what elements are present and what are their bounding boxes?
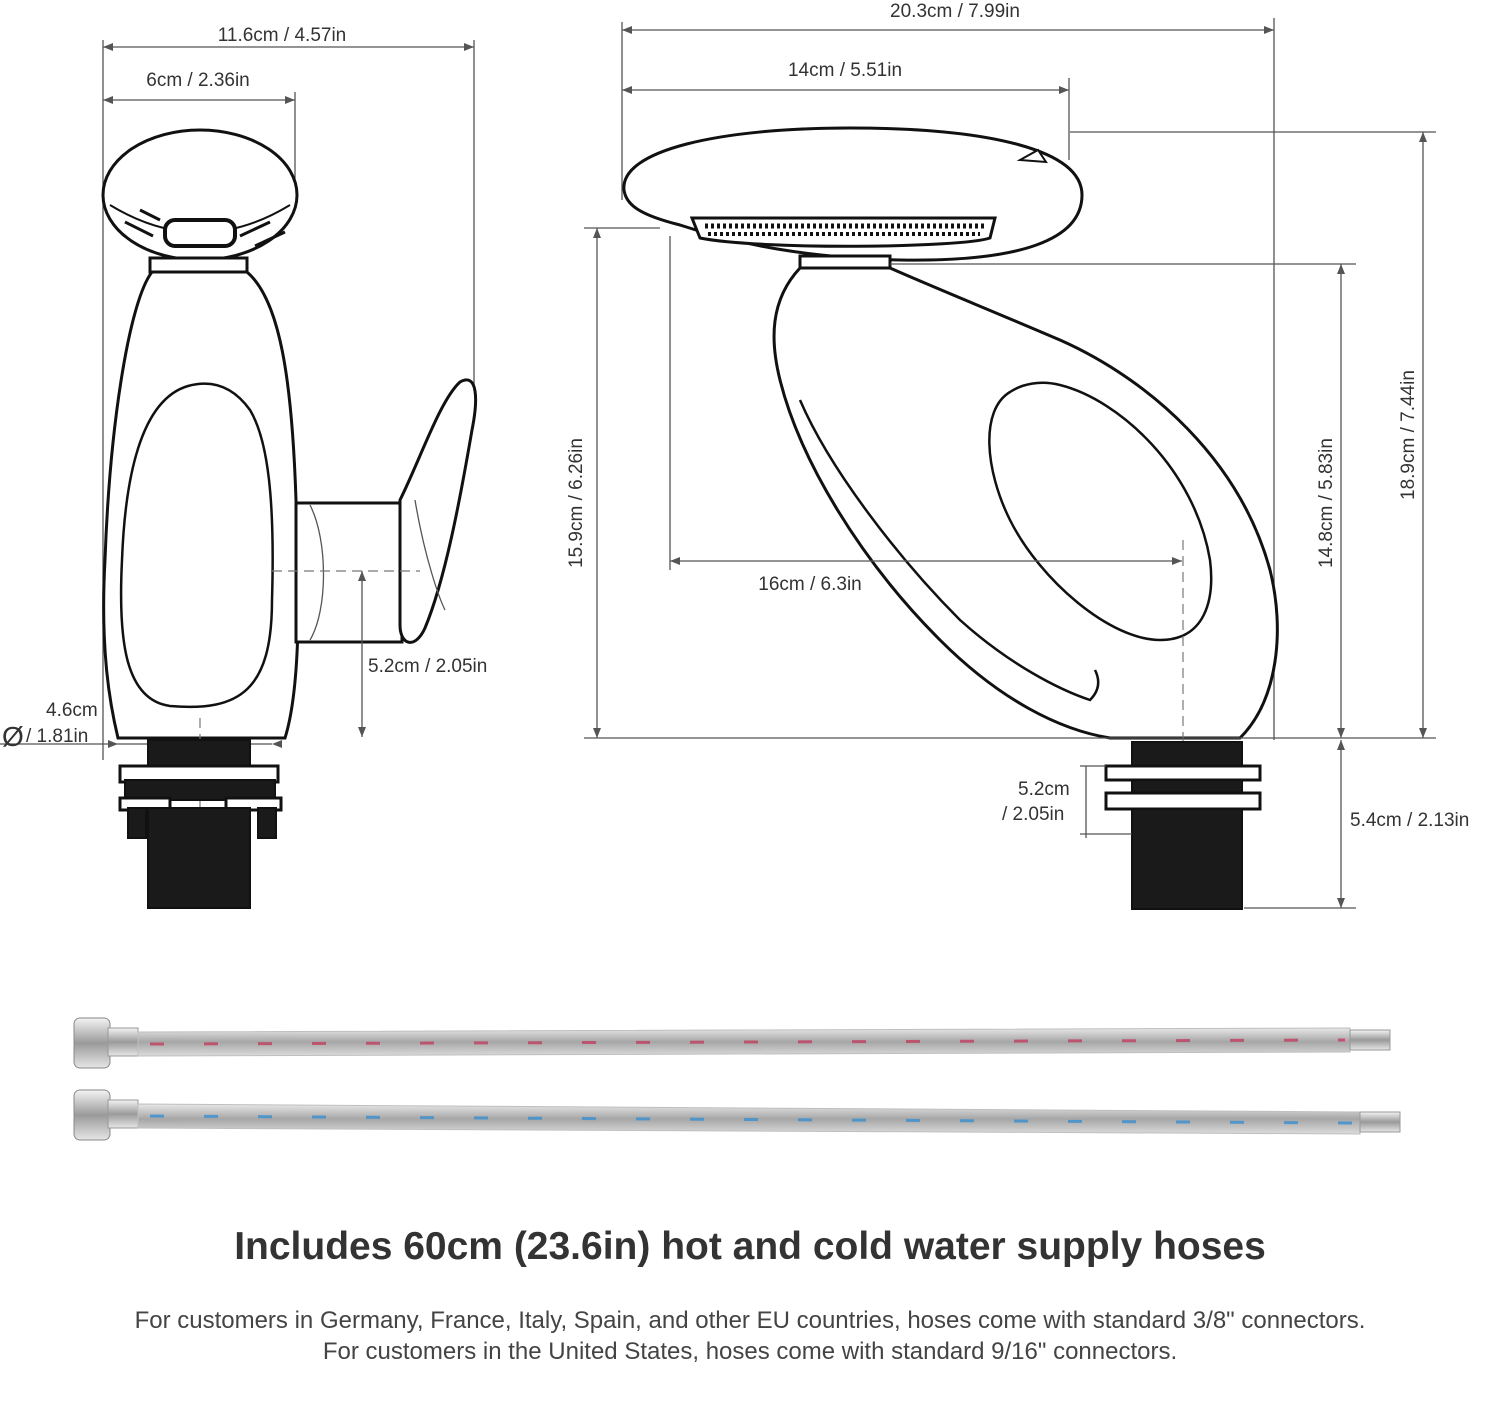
side-top-width-label: 6cm / 2.36in <box>146 70 250 91</box>
side-lever-handle <box>398 378 478 644</box>
side-diameter-symbol: Ø <box>2 721 24 752</box>
front-spout-height-label: 15.9cm / 6.26in <box>566 438 587 568</box>
front-shank-length-label: 5.4cm / 2.13in <box>1350 810 1469 831</box>
front-view-faucet: 20.3cm / 7.99in 14cm / 5.51in 15.9cm / 6… <box>566 1 1469 910</box>
us-connector-note: For customers in the United States, hose… <box>322 1338 1178 1365</box>
hoses-headline: Includes 60cm (23.6in) hot and cold wate… <box>234 1225 1266 1268</box>
side-overall-width-label: 11.6cm / 4.57in <box>218 25 347 46</box>
front-reach-label: 16cm / 6.3in <box>758 574 862 595</box>
side-handle-drop-label: 5.2cm / 2.05in <box>368 656 487 677</box>
front-base-ring-cm-label: 5.2cm <box>1018 779 1070 800</box>
eu-connector-note: For customers in Germany, France, Italy,… <box>134 1307 1366 1334</box>
front-body-height-label: 14.8cm / 5.83in <box>1316 438 1337 568</box>
front-spout-width-label: 14cm / 5.51in <box>788 60 902 81</box>
side-view-faucet: 11.6cm / 4.57in 6cm / 2.36in 5.2cm / 2.0… <box>0 25 487 909</box>
front-overall-height-label: 18.9cm / 7.44in <box>1398 370 1419 500</box>
cold-water-hose <box>73 1089 1401 1141</box>
hot-water-hose <box>73 1017 1391 1069</box>
side-diameter-in-label: / 1.81in <box>26 726 88 747</box>
side-diameter-cm-label: 4.6cm <box>46 700 98 721</box>
front-overall-width-label: 20.3cm / 7.99in <box>890 1 1020 22</box>
front-base-ring-in-label: / 2.05in <box>1002 804 1064 825</box>
